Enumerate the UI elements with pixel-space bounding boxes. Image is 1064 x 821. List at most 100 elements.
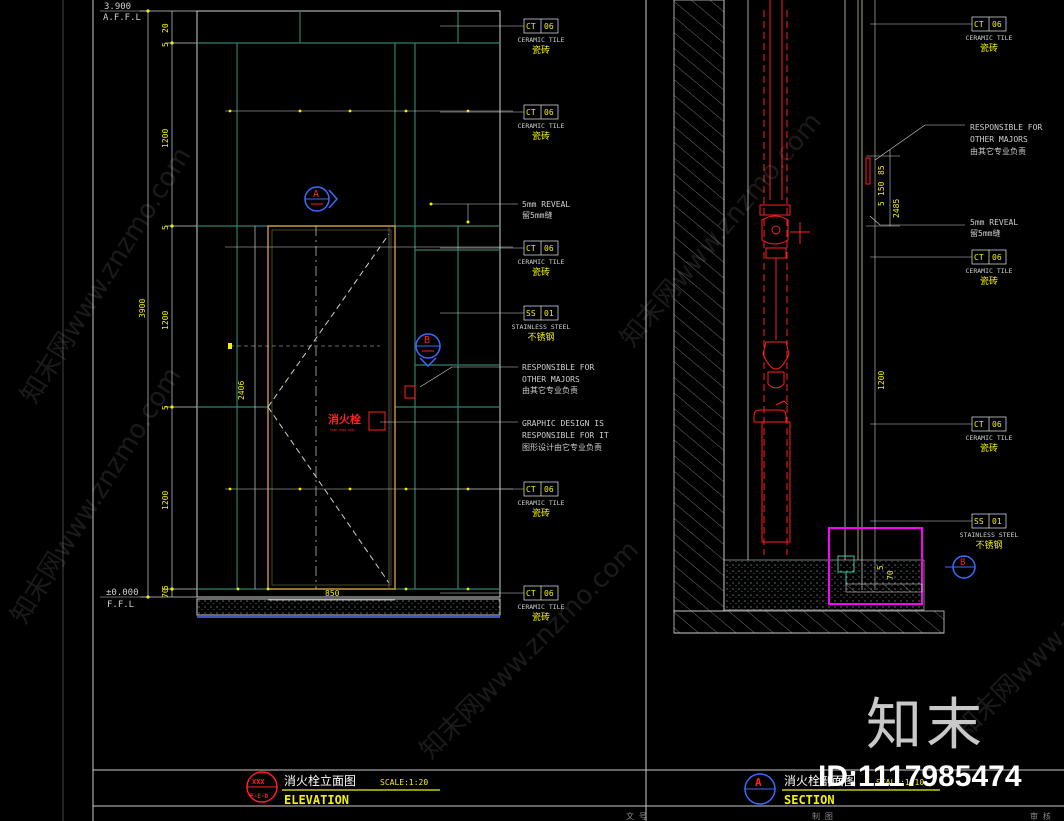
callout-en: CERAMIC TILE <box>518 36 565 44</box>
elevation-title-cn: 消火栓立面图 <box>284 773 356 788</box>
dim-70: 70 <box>161 588 170 598</box>
callout-en: CERAMIC TILE <box>518 258 565 266</box>
cabinet-sign-text: 消火栓 <box>328 412 361 426</box>
callout-en: CERAMIC TILE <box>518 122 565 130</box>
svg-text:审 核: 审 核 <box>1030 811 1051 821</box>
callout-cn: 不锈钢 <box>975 539 1002 551</box>
callout-num: 06 <box>992 420 1002 429</box>
callout-num: 01 <box>544 309 554 318</box>
svg-text:A: A <box>313 189 319 200</box>
elev-resp-cn: 由其它专业负责 <box>522 385 578 395</box>
brand-logo: 知末 <box>866 693 986 758</box>
elev-graphic-cn: 图形设计由它专业负责 <box>522 442 602 452</box>
svg-text:XXX: XXX <box>252 778 265 786</box>
elevation-wall-outline <box>196 10 501 598</box>
floor-hatch-elevation <box>196 598 501 616</box>
callout-code: CT <box>974 253 984 262</box>
dim-total: 3900 <box>138 299 147 318</box>
sec-dim-85: 85 <box>877 165 886 175</box>
callout-code: SS <box>974 517 984 526</box>
callout-cn: 不锈钢 <box>527 331 554 343</box>
svg-text:F.F.L: F.F.L <box>107 600 134 610</box>
cabinet-sign-sub: FIRE HOSE REEL <box>330 428 355 432</box>
callout-num: 06 <box>544 244 554 253</box>
callout-code: CT <box>526 244 536 253</box>
dim-door-h: 2406 <box>237 381 246 400</box>
svg-text:A.F.F.L: A.F.F.L <box>103 13 141 23</box>
section-marker-a: A <box>304 186 339 212</box>
dim-1200c: 1200 <box>161 129 170 148</box>
dim-20: 20 <box>161 23 170 33</box>
callout-num: 06 <box>544 22 554 31</box>
sec-reveal-cn: 留5mm缝 <box>970 228 1000 238</box>
callout-code: CT <box>526 485 536 494</box>
section-scale: SCALE:1:10 <box>876 778 924 787</box>
dim-5d: 5 <box>161 42 170 47</box>
elev-graphic-en1: GRAPHIC DESIGN IS <box>522 419 604 428</box>
section-marker-b: B <box>415 333 441 368</box>
svg-text:A: A <box>755 776 762 789</box>
section-title: A 消火栓剖面图 SCALE:1:10 SECTION <box>744 773 940 807</box>
svg-text:文 号: 文 号 <box>626 811 647 821</box>
dim-door-w: 850 <box>325 589 340 598</box>
callout-en: CERAMIC TILE <box>966 34 1013 42</box>
callout-cn: 瓷砖 <box>532 44 550 56</box>
callout-cn: 瓷砖 <box>532 611 550 623</box>
section-title-cn: 消火栓剖面图 <box>784 773 856 788</box>
svg-text:制 图: 制 图 <box>812 811 833 821</box>
callout-num: 06 <box>544 485 554 494</box>
callout-num: 06 <box>544 589 554 598</box>
callout-code: CT <box>526 589 536 598</box>
svg-text:F-E-D: F-E-D <box>250 793 268 800</box>
callout-en: CERAMIC TILE <box>966 434 1013 442</box>
sec-reveal-en: 5mm REVEAL <box>970 218 1018 227</box>
dim-5c: 5 <box>161 225 170 230</box>
callout-cn: 瓷砖 <box>980 442 998 454</box>
level-marks: 3.900 A.F.F.L ±0.000 F.F.L <box>100 2 148 610</box>
callout-code: CT <box>526 22 536 31</box>
elevation-drawing: 消火栓 FIRE HOSE REEL A B <box>100 2 609 623</box>
callout-code: CT <box>526 108 536 117</box>
sec-resp-cn: 由其它专业负责 <box>970 146 1026 156</box>
callout-code: CT <box>974 420 984 429</box>
sec-dim-70: 70 <box>886 570 895 580</box>
fire-cabinet-sign: 消火栓 FIRE HOSE REEL <box>328 385 416 432</box>
sec-resp-en1: RESPONSIBLE FOR <box>970 123 1042 132</box>
door-panel <box>267 225 396 590</box>
dim-5a: 5 <box>161 585 170 590</box>
callout-en: STAINLESS STEEL <box>512 323 571 331</box>
elev-resp-en1: RESPONSIBLE FOR <box>522 363 594 372</box>
callout-cn: 瓷砖 <box>532 130 550 142</box>
callout-en: CERAMIC TILE <box>518 603 565 611</box>
elev-reveal-en: 5mm REVEAL <box>522 200 570 209</box>
dim-1200a: 1200 <box>161 491 170 510</box>
callout-code: SS <box>526 309 536 318</box>
elev-reveal-cn: 留5mm缝 <box>522 210 552 220</box>
elev-resp-en2: OTHER MAJORS <box>522 375 580 384</box>
callout-num: 06 <box>992 20 1002 29</box>
callout-cn: 瓷砖 <box>980 42 998 54</box>
elev-graphic-en2: RESPONSIBLE FOR IT <box>522 431 609 440</box>
callout-num: 06 <box>992 253 1002 262</box>
elevation-scale: SCALE:1:20 <box>380 778 428 787</box>
wall-hatch <box>673 0 725 612</box>
sheet-frame <box>62 0 1064 821</box>
section-marker-b-detail: B <box>945 555 976 579</box>
svg-text:±0.000: ±0.000 <box>106 588 139 598</box>
callout-cn: 瓷砖 <box>980 275 998 287</box>
callout-cn: 瓷砖 <box>532 507 550 519</box>
sec-dim-2485: 2485 <box>892 199 901 218</box>
